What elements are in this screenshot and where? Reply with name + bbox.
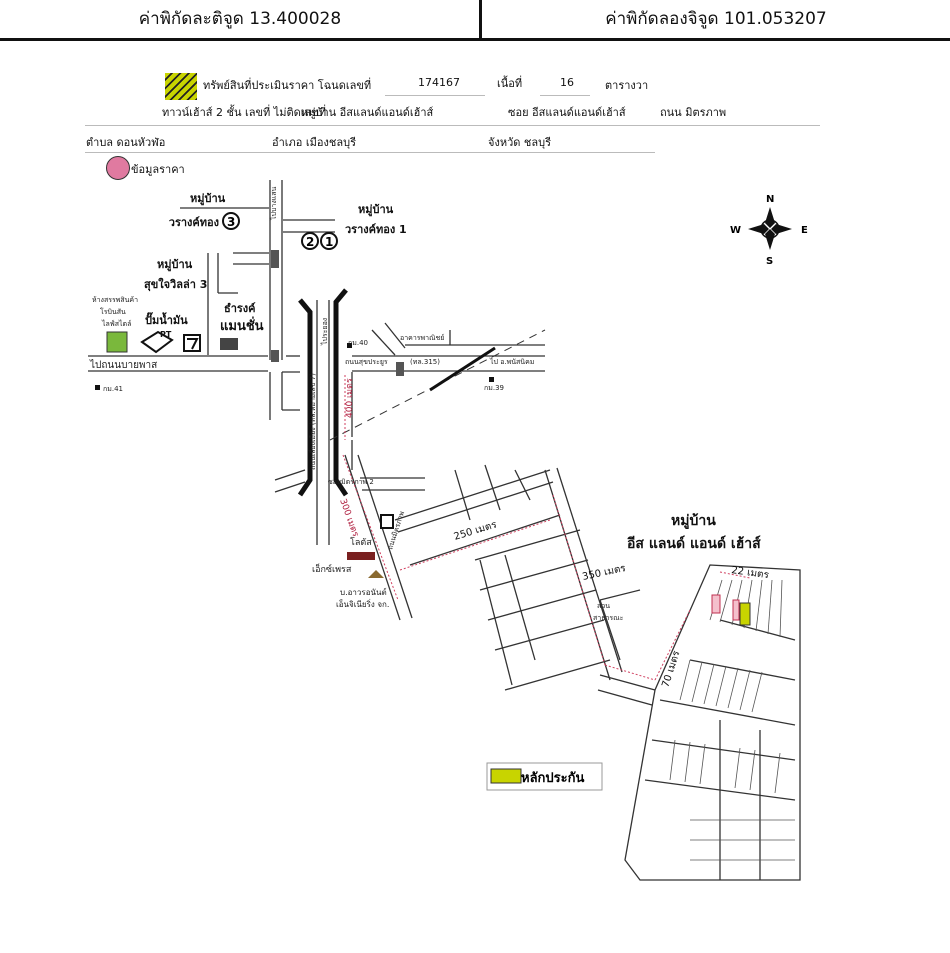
price-data-legend: ข้อมูลราคา [131,163,185,176]
highway-right [333,288,349,497]
distance-lines [342,375,751,681]
commercial-building-label: อาคารพาณิชย์ [400,334,444,342]
building-type: ทาวน์เฮ้าส์ 2 ชั้น เลขที่ ไม่ติดเลขที่ [162,106,327,119]
km41-label: กม.41 [103,385,123,393]
robinson-sub: ไลฟ์สไตล์ [101,319,131,328]
underline [540,95,590,96]
area-unit: ตารางวา [605,79,649,92]
number-circles [222,212,338,250]
to-bangsaen-label: ไปบางแสน [269,186,278,221]
park-label: สวน [597,602,610,610]
longitude-label: ค่าพิกัดลองจิจูด 101.053207 [605,9,827,29]
company-sub: เอ็นจิเนียริ่ง จก. [336,598,389,609]
km-marker-icon [95,385,100,390]
distance-400m: 400 เมตร [345,378,355,418]
latitude-label: ค่าพิกัดละติจูด 13.400028 [138,9,342,29]
gas-station-icon [140,330,174,354]
km-marker-icon [347,343,352,348]
sukjai-label: หมู่บ้าน [157,258,193,272]
circle-1-label: 1 [325,235,333,249]
traffic-light-icon [271,250,279,268]
underline [85,125,820,126]
district: อำเภอ เมืองชลบุรี [272,136,356,149]
sukjai-name: สุขใจวิลล่า 3 [144,277,207,292]
lotus-sub: เอ็กซ์เพรส [312,562,352,575]
soi-mitraphap2-label: ซอยมิตรภาพ 2 [328,478,374,486]
coordinates-header: ค่าพิกัดละติจูด 13.400028 ค่าพิกัดลองจิจ… [0,0,950,41]
mansion-name: แมนชั่น [220,316,264,334]
collateral-label: หลักประกัน [521,771,584,786]
compass-north: N [766,194,774,205]
area-value: 16 [560,76,574,89]
route-315-label: (ทล.315) [410,358,440,366]
price-data-circle-icon [106,156,130,180]
highway-left [297,298,313,497]
to-rayong-label: ไประยอง [320,318,329,346]
village-1-label: หมู่บ้าน [358,203,394,217]
province: จังหวัด ชลบุรี [488,136,551,149]
km40-label: กม.40 [348,339,368,347]
deed-number: 174167 [418,76,460,89]
subdistrict: ตำบล ดอนหัวฬ่อ [86,136,166,149]
price-data-plot [732,599,740,621]
distance-300m: 300 เมตร [337,498,360,539]
mansion-label: ธำรงค์ [224,302,256,315]
compass-east: E [801,225,808,236]
road-name: ถนน มิตรภาพ [660,106,727,119]
seven-eleven-icon [380,514,394,529]
railway-line [329,329,546,441]
header-divider [479,0,482,40]
village-name: หมู่บ้าน อีสแลนด์แอนด์เฮ้าส์ [301,106,434,119]
asset-swatch [165,73,197,100]
robinson-icon [106,331,128,353]
estate-lots [669,579,795,861]
collateral-legend: หลักประกัน [486,762,603,791]
underline [385,95,485,96]
mansion-building-icon [220,338,238,350]
compass-west: W [730,225,741,236]
sukprayoon-road-label: ถนนสุขประยูร [345,358,388,366]
estate-label: หมู่บ้าน [671,513,716,529]
price-data-plot [711,594,721,614]
to-phanat-label: ไป อ.พนัสนิคม [489,357,534,366]
gas-brand: PT [160,330,172,339]
village-3-label: หมู่บ้าน [190,192,226,206]
estate-name: อีส แลนด์ แอนด์ เฮ้าส์ [626,535,761,552]
robinson-name: โรบินสัน [100,307,126,316]
asset-label: ทรัพย์สินที่ประเมินราคา โฉนดเลขที่ [203,79,372,92]
circle-2-label: 2 [306,235,314,249]
soi-name: ซอย อีสแลนด์แอนด์เฮ้าส์ [508,106,626,119]
distance-22m: 22 เมตร [731,565,771,581]
compass-rose-icon: N S W E [730,194,808,267]
traffic-light-icon [271,350,279,362]
company-house-icon [368,570,384,578]
km-marker-icon [489,377,494,382]
km39-label: กม.39 [484,384,504,392]
gas-label: ปั๊มน้ำมัน [145,312,188,327]
lotus-express-icon [347,552,375,560]
traffic-light-icon [396,362,404,376]
lotus-label: โลตัส [350,537,372,548]
highway-label: ถนนเลี่ยงเมือง (ทล.หมายเลข 7) [308,373,317,470]
park-sub: สาธารณะ [593,614,624,622]
collateral-plot [739,602,751,626]
company-label: บ.อาวรอนันต์ [340,587,387,597]
underline [85,152,655,153]
seven-eleven-glyph [187,338,199,350]
robinson-label: ห้างสรรพสินค้า [92,296,138,304]
village-1-name: วรางค์ทอง 1 [345,223,407,236]
railway-bridge [429,346,496,392]
to-bypass-label: ไปถนนบายพาส [89,359,157,371]
compass-south: S [766,256,773,267]
area-label: เนื้อที่ [497,77,523,90]
circle-3-label: 3 [227,215,235,229]
village-3-name: วรางค์ทอง [169,216,219,229]
